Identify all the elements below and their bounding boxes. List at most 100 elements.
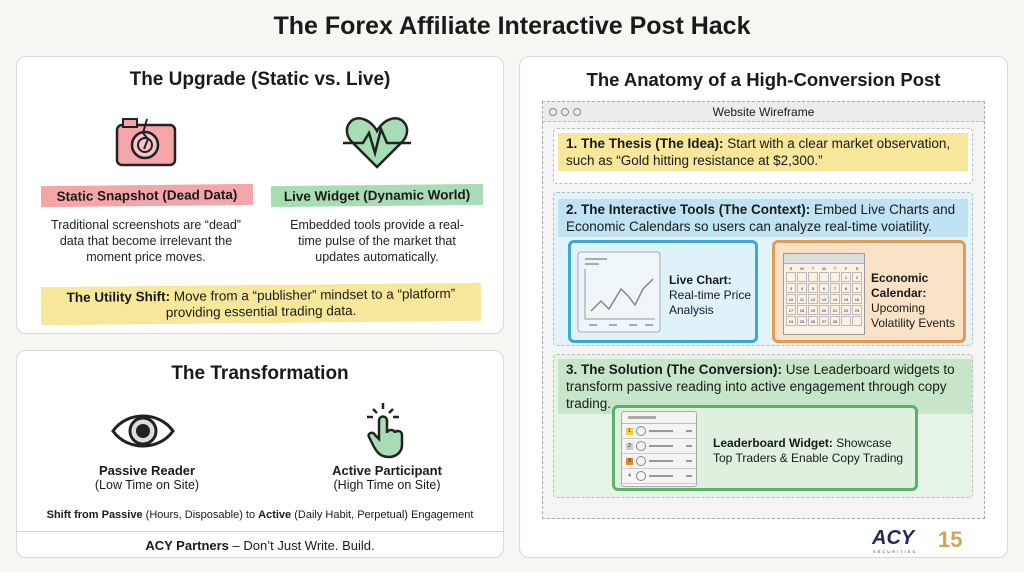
leaderboard-row: 3 [622,454,696,469]
calendar-cell: 22 [841,305,851,315]
live-description: Embedded tools provide a real-time pulse… [290,218,464,264]
calendar-cell: 9 [852,283,862,293]
avatar-icon [636,426,646,436]
calendar-day-header: T [833,266,837,271]
calendar-cell: 11 [797,294,807,304]
calendar-cell [852,316,862,326]
acy-logo: ACY SECURITIES 15 [872,527,972,557]
leaderboard-row: 1 [622,424,696,439]
name-placeholder [649,460,673,462]
calendar-cell: 24 [786,316,796,326]
leaderboard-row: 2 [622,439,696,454]
calendar-bold: Economic Calendar: [871,271,929,300]
calendar-cell [841,316,851,326]
passive-title: Passive Reader [98,463,196,478]
calendar-cell: 4 [797,283,807,293]
name-placeholder [649,445,673,447]
divider [17,531,503,532]
shift-text-1: (Hours, Disposable) to [142,509,259,521]
leaderboard-label: Leaderboard Widget: Showcase Top Traders… [713,436,913,466]
calendar-label: Economic Calendar:Upcoming Volatility Ev… [871,271,965,331]
calendar-cell: 25 [797,316,807,326]
value-placeholder [686,430,692,432]
footer-text: – Don’t Just Write. Build. [228,538,375,553]
leaderboard-body: Showcase Top Traders & Enable Copy Tradi… [713,436,904,465]
calendar-cell: 21 [830,305,840,315]
leaderboard-widget[interactable]: 1 2 3 4 Leaderboard Widget: Showcase Top Tr… [612,405,918,491]
page-title: The Forex Affiliate Interactive Post Hac… [273,12,751,40]
section-interactive-tools: 2. The Interactive Tools (The Context): … [553,192,973,346]
rank-badge: 1 [626,427,633,435]
calendar-cell: 26 [808,316,818,326]
footer-tagline: ACY Partners – Don’t Just Write. Build. [17,538,503,553]
solution-bold: 3. The Solution (The Conversion): [566,362,782,377]
name-placeholder [649,430,673,432]
live-chart-body: Real-time Price Analysis [669,288,752,317]
transformation-heading: The Transformation [171,363,349,384]
calendar-day-header: S [789,266,793,271]
broken-camera-icon [115,118,177,167]
calendar-day-header: M [800,266,804,271]
leaderboard-icon: 1 2 3 4 [621,411,697,487]
upgrade-heading: The Upgrade (Static vs. Live) [129,69,391,90]
transformation-panel: The Transformation Passive Reader (Low T… [16,350,504,558]
calendar-cell: 2 [852,272,862,282]
window-title: Website Wireframe [712,105,815,119]
solution-body: Use Leaderboard widgets to transform pas… [566,362,955,411]
shift-bold-2: Active [258,509,292,521]
section-solution: 3. The Solution (The Conversion): Use Le… [553,354,973,498]
tools-text: 2. The Interactive Tools (The Context): … [558,199,968,237]
static-snapshot-label: Static Snapshot (Dead Data) [40,183,254,208]
anatomy-heading: The Anatomy of a High-Conversion Post [586,69,941,90]
eye-icon [111,414,175,448]
leaderboard-row: 4 [622,469,696,484]
section-thesis: 1. The Thesis (The Idea): Start with a c… [553,128,973,184]
active-participant: Active Participant (High Time on Site) [317,463,457,492]
passive-reader: Passive Reader (Low Time on Site) [77,463,217,492]
window-dot-icon [549,108,557,116]
calendar-cell: 16 [852,294,862,304]
tools-body: Embed Live Charts and Economic Calendars… [566,202,956,234]
value-placeholder [686,445,692,447]
calendar-cell: 23 [852,305,862,315]
calendar-cell: 3 [786,283,796,293]
rank-badge: 3 [626,457,633,465]
utility-shift-note: The Utility Shift: Move from a “publishe… [40,282,482,326]
static-description: Traditional screenshots are “dead” data … [51,218,241,264]
window-dot-icon [561,108,569,116]
calendar-cell: 20 [819,305,829,315]
thesis-bold: 1. The Thesis (The Idea): [566,136,724,151]
tools-bold: 2. The Interactive Tools (The Context): [566,202,811,217]
calendar-cell [808,272,818,282]
live-widget-label: Live Widget (Dynamic World) [270,183,484,208]
calendar-cell: 14 [830,294,840,304]
calendar-cell: 1 [841,272,851,282]
live-chart-bold: Live Chart: [669,273,732,287]
avatar-icon [636,471,646,481]
utility-shift-bold: The Utility Shift: [66,288,171,306]
thesis-body: Start with a clear market observation, s… [566,136,951,168]
calendar-cell: 28 [830,316,840,326]
upgrade-panel: The Upgrade (Static vs. Live) Static Sna… [16,56,504,334]
anatomy-panel: The Anatomy of a High-Conversion Post We… [519,56,1008,558]
calendar-cell: 7 [830,283,840,293]
solution-text: 3. The Solution (The Conversion): Use Le… [558,359,972,414]
live-chart-widget[interactable]: Live Chart:Real-time Price Analysis [568,240,758,343]
calendar-day-header: F [844,266,848,271]
value-placeholder [686,475,692,477]
calendar-body: Upcoming Volatility Events [871,301,956,330]
window-dot-icon [573,108,581,116]
calendar-cell [797,272,807,282]
passive-subtitle: (Low Time on Site) [94,478,200,492]
active-title: Active Participant [332,463,442,478]
shift-bold-1: Shift from Passive [46,509,143,521]
calendar-cell: 8 [841,283,851,293]
avatar-icon [636,441,646,451]
logo-years: 15 [938,527,963,552]
wireframe-window: Website Wireframe 1. The Thesis (The Ide… [542,101,985,519]
live-chart-label: Live Chart:Real-time Price Analysis [669,273,755,318]
calendar-cell [830,272,840,282]
shift-text-2: (Daily Habit, Perpetual) Engagement [291,509,474,521]
